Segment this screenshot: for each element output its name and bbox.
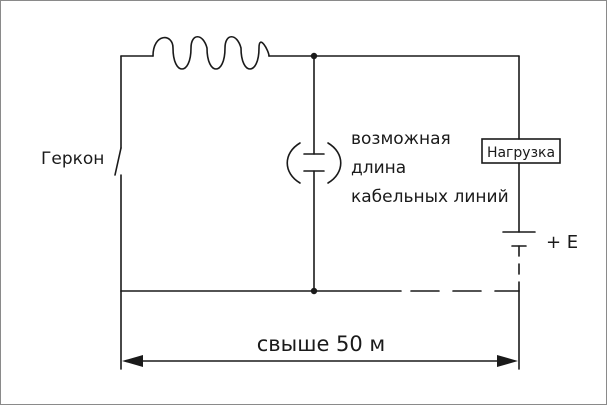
top-wire [120,35,520,149]
supply-label: + E [546,232,578,253]
cable-label-line3: кабельных линий [351,187,509,207]
dimension-arrow-right [497,355,518,367]
dimension-arrow-left [122,355,143,367]
capacitor-arc-left [286,142,301,184]
load-box [481,138,561,164]
cable-label-line1: возможная [351,129,451,149]
right-branch [481,55,561,292]
distance-label: свыше 50 м [257,332,386,356]
load-label: Нагрузка [487,145,555,161]
reed-switch-label: Геркон [41,149,104,169]
inductor-coil [152,35,270,70]
cable-label-line2: длина [351,158,406,178]
dimension [120,290,520,370]
reed-switch-contact [114,147,122,176]
reed-switch [114,147,122,292]
capacitor-arc-right [327,142,342,184]
cable-capacitance [286,52,342,295]
